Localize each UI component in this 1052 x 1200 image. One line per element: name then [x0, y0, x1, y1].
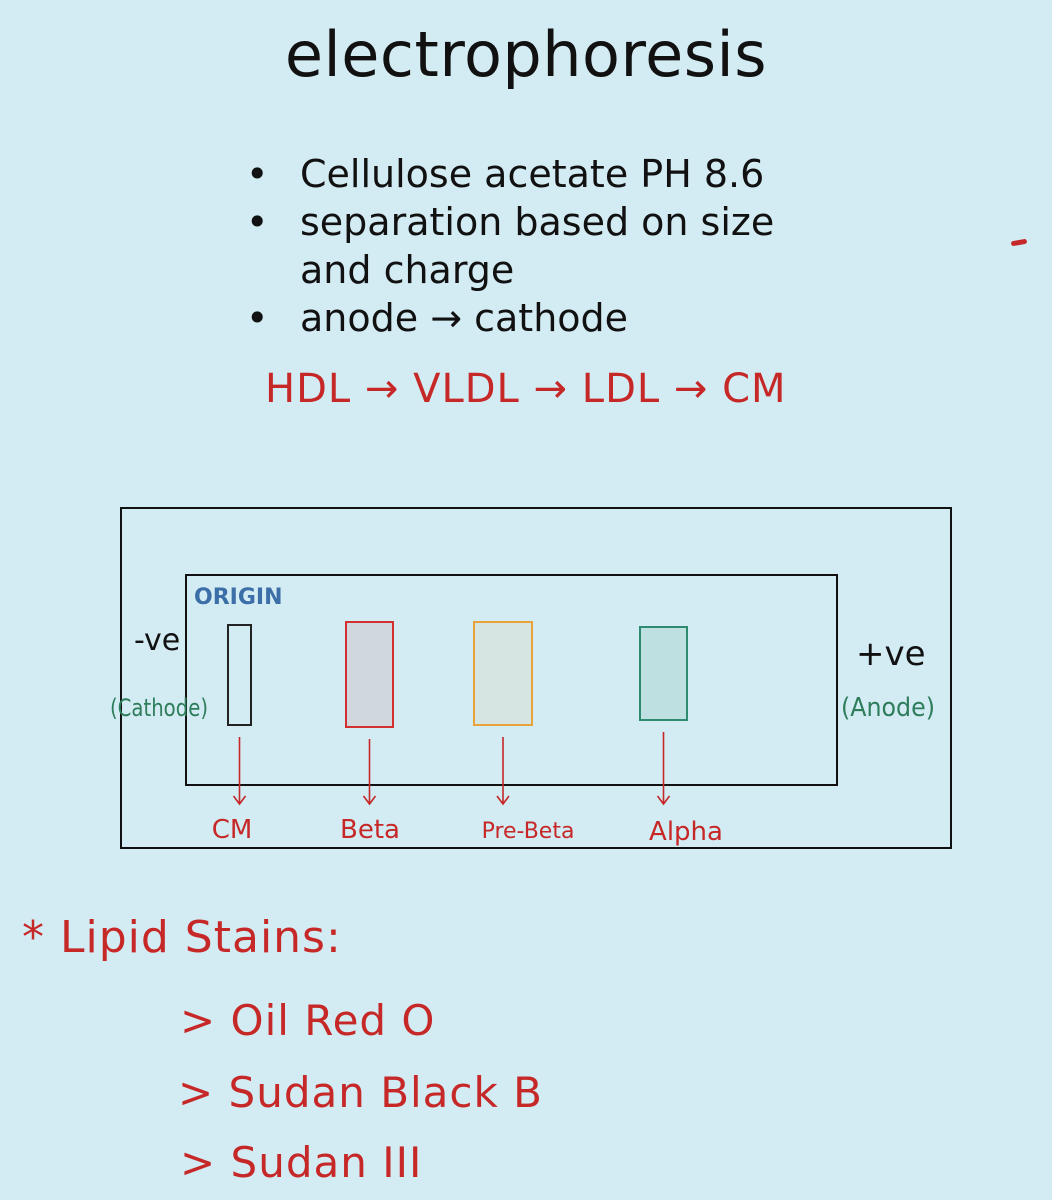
band-alpha [639, 626, 688, 721]
stain-item: > Oil Red O [180, 996, 436, 1045]
stain-item: > Sudan Black B [178, 1068, 543, 1117]
band-arrow [232, 737, 247, 806]
cathode-sign: -ve [134, 623, 180, 658]
page-title: electrophoresis [284, 18, 768, 91]
band-arrow [496, 737, 510, 806]
bullet-text: Cellulose acetate PH 8.6 [300, 152, 765, 196]
bullet-list: •Cellulose acetate PH 8.6 •separation ba… [240, 150, 820, 342]
band-label: Pre-Beta [482, 819, 575, 844]
bullet-item: •Cellulose acetate PH 8.6 [246, 152, 765, 196]
bands-layer: CM Beta Pre-Beta Alpha [212, 621, 723, 847]
gel-strip [185, 574, 838, 786]
cathode-label: (Cathode) [110, 694, 208, 722]
stain-item: > Sudan III [180, 1138, 423, 1187]
band-prebeta [473, 621, 533, 726]
band-label: Beta [340, 815, 400, 845]
band-beta [345, 621, 394, 728]
bullet-text: anode → cathode [300, 296, 629, 340]
band-arrow [656, 732, 671, 806]
band-label: CM [212, 815, 253, 845]
anode-label: (Anode) [841, 693, 935, 723]
band-cm [227, 624, 252, 726]
bullet-item: •anode → cathode [246, 296, 629, 340]
migration-order: HDL → VLDL → LDL → CM [265, 366, 787, 412]
origin-label: ORIGIN [194, 585, 282, 610]
bullet-text: separation based on size and charge [300, 200, 775, 292]
band-arrow [362, 739, 377, 806]
band-label: Alpha [649, 817, 723, 847]
bullet-item: •separation based on size and charge [246, 200, 775, 292]
lipid-stains-heading: * Lipid Stains: [22, 912, 342, 963]
outer-frame [120, 507, 952, 849]
anode-sign: +ve [856, 634, 926, 674]
